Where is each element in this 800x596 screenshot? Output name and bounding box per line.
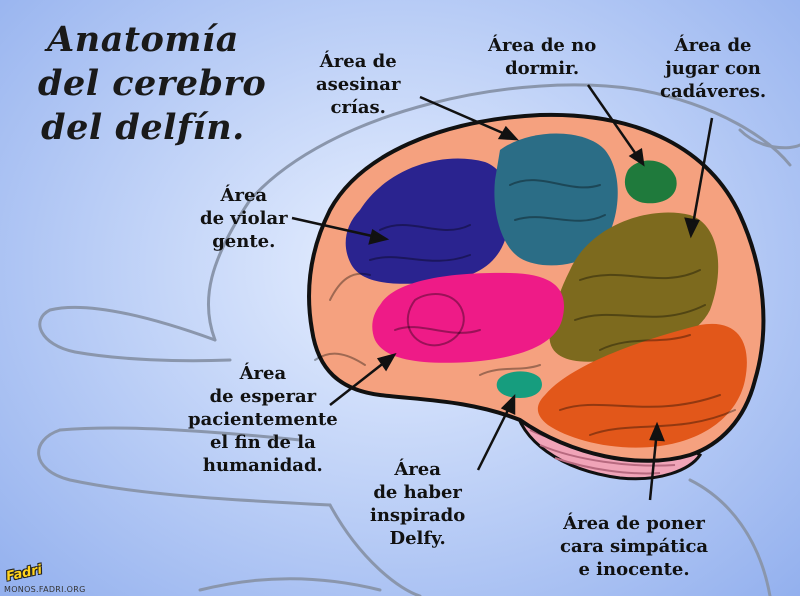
label-line: cara simpática (560, 536, 709, 557)
label-line: pacientemente (188, 409, 338, 430)
arrow-esperar (329, 357, 391, 406)
arrow-poner-cara-head (649, 421, 665, 442)
label-violar: Área de violar gente. (200, 184, 288, 253)
label-line: e inocente. (578, 559, 690, 580)
arrow-violar-head (368, 229, 390, 245)
label-line: Área de (319, 51, 397, 72)
label-line: Área de no (488, 35, 597, 56)
arrow-asesinar-head (497, 125, 519, 141)
arrow-violar (291, 216, 382, 240)
dolphin-outline (37, 83, 800, 596)
arrow-delfy-head (500, 393, 516, 415)
label-line: de violar (200, 208, 288, 229)
label-esperar: Área de esperar pacientemente el fin de … (188, 362, 338, 477)
jugar-region (549, 212, 719, 362)
label-jugar: Área de jugar con cadáveres. (660, 34, 766, 103)
label-line: de haber (373, 482, 462, 503)
label-line: Área (394, 459, 441, 480)
label-line: Área de poner (563, 513, 705, 534)
label-line: gente. (212, 231, 276, 252)
label-delfy: Área de haber inspirado Delfy. (370, 458, 465, 550)
asesinar-region (494, 133, 618, 266)
violar-region (345, 158, 511, 284)
poner-cara-region (537, 323, 747, 448)
arrow-no-dormir-head (628, 147, 645, 167)
page-title: Anatomía del cerebro del delfín. (38, 18, 267, 150)
label-line: Área (220, 185, 268, 206)
label-asesinar: Área de asesinar crías. (316, 50, 400, 119)
title-line: del delfín. (41, 107, 245, 148)
fadri-logo: Fadri (5, 562, 56, 584)
label-line: Delfy. (389, 528, 446, 549)
arrow-delfy (476, 401, 514, 471)
arrow-poner-cara (648, 429, 659, 501)
arrow-jugar-head (684, 217, 700, 239)
label-line: inspirado (370, 505, 466, 526)
label-line: jugar con (665, 58, 761, 79)
label-line: Área de (674, 35, 752, 56)
label-no-dormir: Área de no dormir. (488, 34, 596, 80)
label-poner-cara: Área de poner cara simpática e inocente. (560, 512, 708, 581)
esperar-region (372, 272, 565, 363)
label-line: cadáveres. (660, 81, 767, 102)
label-line: el fin de la (209, 432, 316, 453)
title-line: Anatomía (47, 19, 239, 60)
label-line: de esperar (209, 386, 317, 407)
title-line: del cerebro (38, 63, 267, 104)
pointer-arrows (291, 84, 714, 501)
arrow-asesinar (419, 95, 513, 139)
arrow-esperar-head (376, 353, 397, 372)
arrow-jugar (690, 117, 714, 231)
no-dormir-region (624, 160, 677, 204)
label-line: humanidad. (202, 455, 323, 476)
arrow-no-dormir (586, 84, 642, 161)
site-url: MONOS.FADRI.ORG (4, 585, 86, 594)
label-line: crías. (330, 97, 386, 118)
label-line: Área (239, 363, 287, 384)
delfy-region (496, 371, 542, 398)
label-line: dormir. (505, 58, 580, 79)
label-line: asesinar (316, 74, 401, 95)
brain-folds (314, 179, 736, 436)
